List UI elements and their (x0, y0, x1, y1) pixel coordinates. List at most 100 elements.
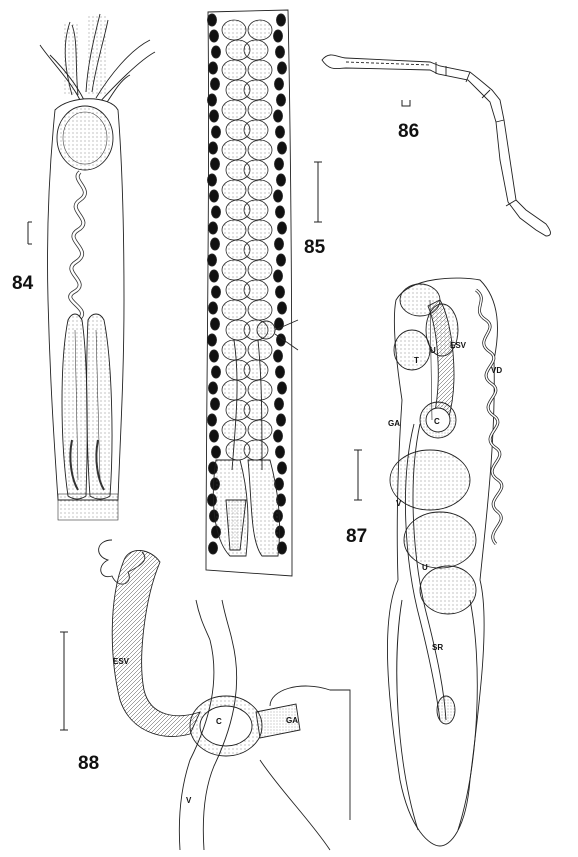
gland-dot (207, 253, 217, 267)
fig88-label-v: V (186, 796, 192, 805)
gland-dot (209, 429, 219, 443)
egg-cell (243, 199, 269, 221)
egg-cell (221, 379, 247, 401)
gland-dot (211, 365, 221, 379)
gland-dot (208, 221, 218, 235)
egg-cell (221, 179, 247, 201)
egg-cell (247, 179, 273, 201)
gland-dot (275, 45, 285, 59)
gland-dot (211, 445, 221, 459)
gland-dot (208, 141, 218, 155)
egg-cell (221, 139, 247, 161)
figure-86-drawing (321, 54, 551, 237)
egg-cell (243, 79, 269, 101)
gland-dot (276, 173, 286, 187)
figure-88-drawing (60, 539, 351, 851)
egg-cell (221, 99, 247, 121)
gland-dot (211, 45, 221, 59)
egg-cell (247, 299, 273, 321)
gland-dot (208, 61, 218, 75)
gland-dot (209, 29, 219, 43)
gland-dot (275, 445, 285, 459)
gland-dot (274, 157, 284, 171)
figure-84-number: 84 (12, 273, 34, 294)
gland-dot (210, 237, 220, 251)
egg-cell (243, 39, 269, 61)
gland-dot (208, 301, 218, 315)
gland-dot (274, 77, 284, 91)
fig87-label-u-lower: U (422, 563, 428, 572)
fig88-label-esv: ESV (113, 657, 130, 666)
fig87-label-vd: VD (491, 366, 503, 375)
egg-cell (247, 339, 273, 361)
gland-dot (273, 269, 283, 283)
egg-cell (247, 259, 273, 281)
figure-88-number: 88 (78, 753, 100, 774)
fig87-label-t: T (414, 356, 419, 365)
gland-dot (273, 349, 283, 363)
egg-cell (247, 99, 273, 121)
fig87-label-u-upper: U (430, 346, 436, 355)
gland-dot (208, 541, 218, 555)
figure-87-drawing (354, 277, 504, 847)
gland-dot (210, 317, 220, 331)
gland-dot (209, 349, 219, 363)
gland-dot (274, 397, 284, 411)
gland-dot (275, 205, 285, 219)
egg-cell (247, 419, 273, 441)
figure-87-number: 87 (346, 526, 368, 547)
egg-cell (247, 59, 273, 81)
fig87-label-sr: SR (432, 643, 444, 652)
egg-cell (243, 119, 269, 141)
egg-cell (221, 299, 247, 321)
egg-cell (221, 59, 247, 81)
gland-dot (207, 413, 217, 427)
gland-dot (276, 253, 286, 267)
figure-84-drawing (27, 13, 156, 521)
fig88-label-ga: GA (286, 716, 298, 725)
gland-dot (209, 109, 219, 123)
gland-dot (210, 397, 220, 411)
egg-cell (243, 399, 269, 421)
egg-cell (221, 259, 247, 281)
gland-dot (277, 61, 287, 75)
figure-85-drawing (205, 9, 322, 577)
gland-dot (211, 285, 221, 299)
figure-85-number: 85 (304, 237, 326, 258)
gland-dot (211, 205, 221, 219)
gland-dot (274, 237, 284, 251)
gland-dot (277, 301, 287, 315)
egg-cell (247, 19, 273, 41)
figure-86-number: 86 (398, 121, 420, 142)
gland-dot (276, 413, 286, 427)
fig87-label-ga: GA (388, 419, 400, 428)
gland-dot (209, 189, 219, 203)
gland-dot (210, 157, 220, 171)
gland-dot (273, 109, 283, 123)
gland-dot (210, 77, 220, 91)
figure-85-vitelline-glands (207, 13, 287, 555)
gland-dot (277, 141, 287, 155)
gland-dot (207, 333, 217, 347)
gland-dot (207, 93, 217, 107)
gland-dot (273, 189, 283, 203)
egg-cell (247, 219, 273, 241)
gland-dot (273, 429, 283, 443)
egg-cell (243, 439, 269, 461)
gland-dot (275, 285, 285, 299)
gland-dot (209, 269, 219, 283)
fig87-label-v: V (396, 499, 402, 508)
egg-cell (243, 239, 269, 261)
egg-cell (243, 159, 269, 181)
gland-dot (211, 125, 221, 139)
gland-dot (275, 365, 285, 379)
gland-dot (275, 125, 285, 139)
fig88-label-c: C (216, 717, 222, 726)
fig87-label-c: C (434, 417, 440, 426)
gland-dot (277, 461, 287, 475)
gland-dot (277, 221, 287, 235)
gland-dot (273, 29, 283, 43)
gland-dot (276, 93, 286, 107)
egg-cell (221, 219, 247, 241)
